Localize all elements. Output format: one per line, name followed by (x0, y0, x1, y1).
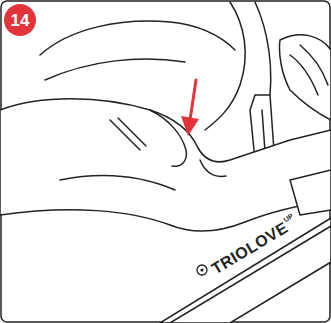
shell-rim (60, 176, 175, 190)
fabric-crease (290, 55, 318, 95)
fabric-crease (300, 45, 328, 85)
canopy-edge (40, 21, 235, 55)
logo-symbol (197, 265, 207, 275)
fabric-fold (45, 59, 185, 80)
seat-side-edge (255, 2, 271, 110)
callout-number: 14 (11, 12, 30, 29)
shell-notch (200, 160, 226, 176)
chassis-bar (160, 218, 331, 323)
seat-shell (0, 99, 331, 231)
fabric-bundle (279, 35, 331, 120)
press-arrow (190, 80, 196, 120)
seat-back-edge (205, 2, 245, 130)
step-number: 14 (4, 4, 36, 36)
arrow-head (181, 116, 199, 136)
thumb-outline (150, 110, 186, 166)
frame-joint (290, 170, 331, 215)
logo-symbol-dot (200, 268, 203, 271)
slot-line (118, 118, 146, 146)
